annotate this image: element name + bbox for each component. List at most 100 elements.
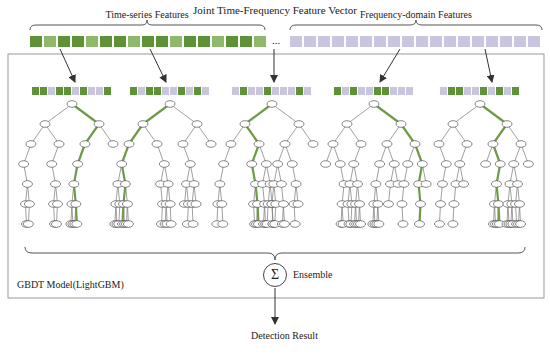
- sampled-feature-cell: [104, 87, 111, 95]
- time-feature-cell: [184, 36, 196, 47]
- brace: [25, 247, 525, 260]
- tree-node: [308, 141, 318, 148]
- freq-feature-cell: [514, 36, 526, 47]
- freq-feature-cell: [290, 36, 302, 47]
- tree-node: [398, 221, 408, 228]
- tree-node: [475, 101, 485, 108]
- sampled-feature-cell: [350, 87, 357, 95]
- sampled-feature-cell: [48, 87, 55, 95]
- tree-node: [294, 121, 304, 128]
- tree-node: [280, 141, 290, 148]
- sampled-feature-cell: [256, 87, 263, 95]
- sampled-feature-cell: [264, 87, 271, 95]
- sum-circle: Σ: [263, 263, 287, 287]
- output-arrow: [275, 288, 276, 324]
- tree-node: [80, 141, 90, 148]
- tree-node: [491, 181, 501, 188]
- sampled-feature-cell: [146, 87, 153, 95]
- tree-branch: [170, 104, 197, 124]
- time-feature-cell: [254, 36, 266, 47]
- arrow: [485, 49, 492, 82]
- tree-node: [356, 221, 366, 228]
- tree-node: [321, 161, 331, 168]
- sampled-feature-cell: [64, 87, 71, 95]
- freq-feature-cell: [346, 36, 358, 47]
- group-label: Time-series Features: [105, 9, 188, 20]
- tree-node: [40, 121, 50, 128]
- freq-feature-cell: [388, 36, 400, 47]
- decision-path: [374, 104, 401, 124]
- tree-node: [267, 101, 277, 108]
- tree-node: [218, 221, 228, 228]
- split-arrows: [60, 49, 492, 82]
- model-label: GBDT Model(LightGBM): [17, 279, 124, 290]
- freq-feature-cell: [472, 36, 484, 47]
- sampled-feature-cell: [398, 87, 405, 95]
- sum-symbol: Σ: [271, 267, 279, 282]
- tree-node: [397, 201, 407, 208]
- sampled-feature-cell: [248, 87, 255, 95]
- tree-node: [273, 161, 283, 168]
- freq-feature-cell: [332, 36, 344, 47]
- tree-node: [219, 161, 229, 168]
- tree-node: [523, 161, 533, 168]
- tree-node: [410, 141, 420, 148]
- time-feature-cell: [226, 36, 238, 47]
- model-box: GBDT Model(LightGBM) Σ: [8, 54, 544, 298]
- sampled-feature-cell: [480, 87, 487, 95]
- arrow: [274, 49, 275, 82]
- tree-node: [123, 221, 133, 228]
- arrow: [150, 49, 166, 82]
- tree-node: [26, 141, 36, 148]
- tree-node: [206, 141, 216, 148]
- sampled-feature-cell: [334, 87, 341, 95]
- sampled-feature-cell: [448, 87, 455, 95]
- tree-node: [166, 221, 176, 228]
- tree-node: [191, 201, 201, 208]
- decision-path: [245, 104, 272, 124]
- tree-node: [47, 161, 57, 168]
- tree-node: [138, 121, 148, 128]
- sampled-feature-cell: [406, 87, 413, 95]
- tree-node: [24, 201, 34, 208]
- sampled-feature-cell: [272, 87, 279, 95]
- tree-node: [373, 201, 383, 208]
- sampled-feature-cell: [472, 87, 479, 95]
- tree-node: [278, 201, 288, 208]
- time-feature-cell: [240, 36, 252, 47]
- model-frame: [8, 54, 544, 298]
- sampled-feature-cell: [366, 87, 373, 95]
- ensemble-label: Ensemble: [293, 269, 332, 280]
- tree-node: [382, 141, 392, 148]
- tree-node: [515, 201, 525, 208]
- tree-node: [437, 181, 447, 188]
- tree-node: [22, 181, 32, 188]
- tree-node: [369, 101, 379, 108]
- tree-node: [240, 121, 250, 128]
- tree-node: [287, 161, 297, 168]
- time-feature-cell: [198, 36, 210, 47]
- tree-node: [165, 101, 175, 108]
- tree-node: [417, 161, 427, 168]
- tree-node: [254, 141, 264, 148]
- time-feature-cell: [170, 36, 182, 47]
- tree-node: [356, 141, 366, 148]
- sampled-feature-cell: [382, 87, 389, 95]
- tree-node: [441, 161, 451, 168]
- tree-node: [462, 141, 472, 148]
- sampled-feature-cell: [154, 87, 161, 95]
- tree-node: [291, 181, 301, 188]
- sampled-feature-cell: [56, 87, 63, 95]
- sampled-feature-cell: [72, 87, 79, 95]
- time-feature-cell: [142, 36, 154, 47]
- tree-node: [217, 201, 227, 208]
- tree-node: [516, 141, 526, 148]
- tree-node: [276, 181, 286, 188]
- time-feature-cell: [114, 36, 126, 47]
- time-feature-cell: [86, 36, 98, 47]
- sampled-feature-cell: [162, 87, 169, 95]
- tree-node: [152, 141, 162, 148]
- sampled-feature-cell: [288, 87, 295, 95]
- tree-branch: [45, 104, 72, 124]
- brace: [290, 20, 542, 30]
